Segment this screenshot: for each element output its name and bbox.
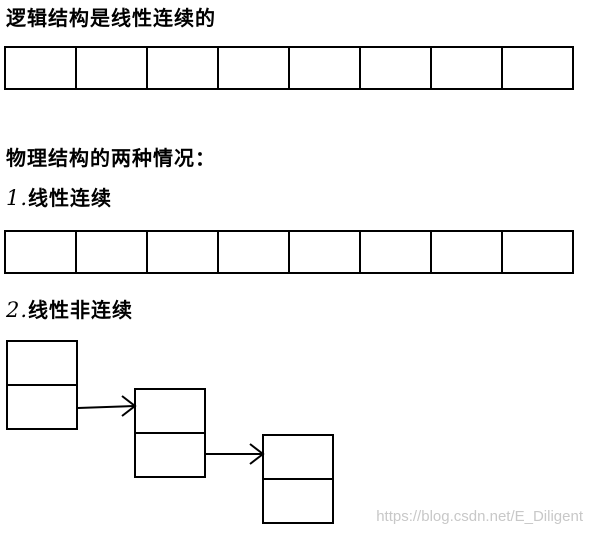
logical-cell-7: [432, 48, 503, 88]
logical-contiguous-array: [4, 46, 574, 90]
linked-node-1-data: [8, 342, 76, 386]
linked-node-2: [134, 388, 206, 478]
physical-cell-4: [219, 232, 290, 272]
logical-cell-6: [361, 48, 432, 88]
logical-cell-2: [77, 48, 148, 88]
logical-cell-3: [148, 48, 219, 88]
linked-node-3-data: [264, 436, 332, 480]
case-1-number: 1.: [6, 186, 29, 210]
linked-node-2-data: [136, 390, 204, 434]
physical-structure-heading: 物理结构的两种情况：: [6, 146, 216, 170]
logical-cell-4: [219, 48, 290, 88]
case-2-number: 2.: [6, 298, 29, 322]
physical-cell-1: [6, 232, 77, 272]
case-1-label: 线性连续: [28, 186, 113, 210]
logical-structure-heading-text: 逻辑结构是线性连续的: [6, 6, 216, 30]
linked-node-3: [262, 434, 334, 524]
physical-cell-5: [290, 232, 361, 272]
arrow-node1-to-node2: [77, 395, 137, 417]
arrow-node2-to-node3: [206, 443, 265, 465]
physical-cell-6: [361, 232, 432, 272]
linked-node-1: [6, 340, 78, 430]
logical-cell-1: [6, 48, 77, 88]
case-2-heading: 2.线性非连续: [6, 298, 133, 322]
physical-cell-7: [432, 232, 503, 272]
physical-cell-2: [77, 232, 148, 272]
logical-structure-heading: 逻辑结构是线性连续的: [6, 6, 216, 30]
physical-cell-3: [148, 232, 219, 272]
case-1-heading: 1.线性连续: [6, 186, 112, 210]
case-2-label: 线性非连续: [28, 298, 134, 322]
physical-contiguous-array: [4, 230, 574, 274]
physical-structure-heading-text: 物理结构的两种情况：: [6, 146, 216, 170]
watermark: https://blog.csdn.net/E_Diligent: [376, 508, 583, 525]
logical-cell-5: [290, 48, 361, 88]
